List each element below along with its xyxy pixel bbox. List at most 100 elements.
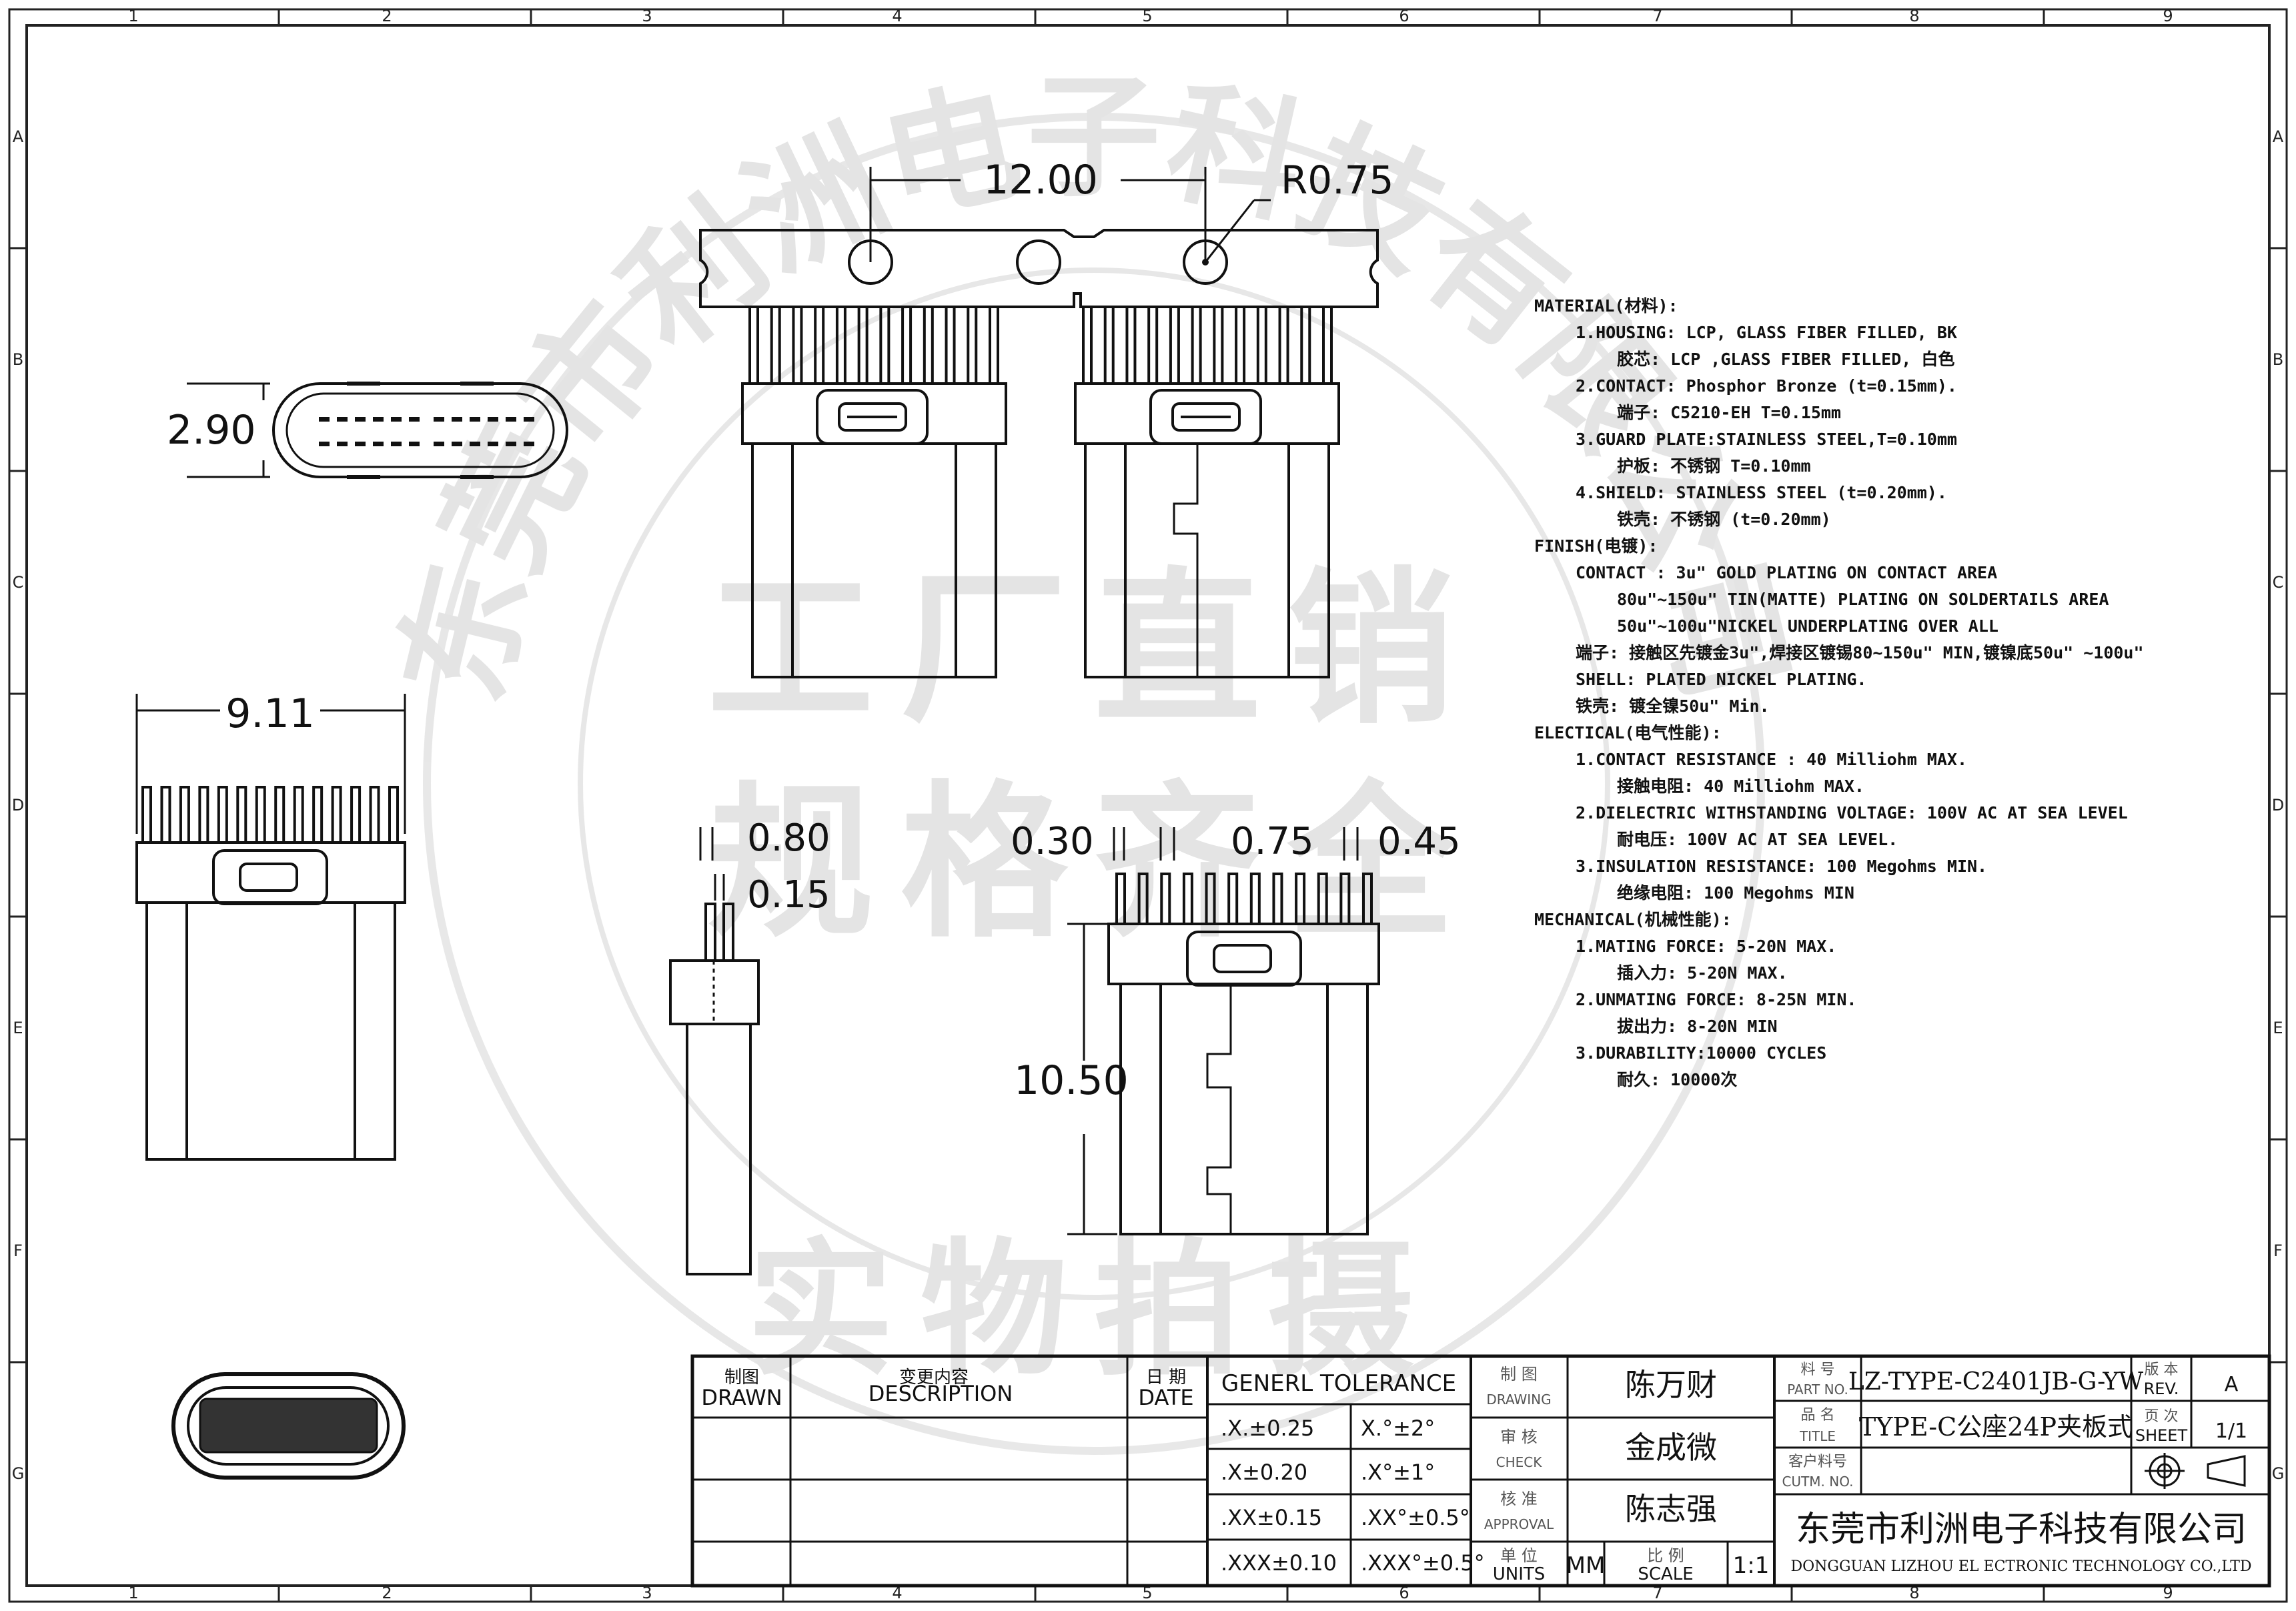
pin <box>369 786 380 844</box>
spec-note-line: 2.CONTACT: Phosphor Bronze (t=0.15mm). <box>1576 376 1957 396</box>
spec-note-line: 铁壳: 镀全镍50u" Min. <box>1576 696 1770 716</box>
face-pin <box>452 442 462 446</box>
face-pin <box>391 442 402 446</box>
approval-cn: 核 准 <box>1500 1490 1538 1508</box>
customer-en: CUTM. NO. <box>1782 1474 1853 1490</box>
spec-note-line: 端子: C5210-EH T=0.15mm <box>1617 403 1841 422</box>
title-en: TITLE <box>1799 1428 1836 1444</box>
pin <box>1235 306 1246 385</box>
port-face-photo-view <box>171 1372 406 1480</box>
partno-en: PART NO. <box>1787 1382 1848 1398</box>
connector-b-notch <box>1173 444 1199 677</box>
face-pin <box>524 442 534 446</box>
zone-col-label-bottom: 2 <box>382 1584 392 1602</box>
strip-pins-right <box>1082 306 1333 385</box>
zone-row-label-right: E <box>2273 1019 2283 1037</box>
zone-col-label-bottom: 1 <box>128 1584 138 1602</box>
units-value: MM <box>1566 1552 1606 1579</box>
pin <box>1082 306 1093 385</box>
pin <box>255 786 266 844</box>
spec-note-line: 耐电压: 100V AC AT SEA LEVEL. <box>1617 830 1898 849</box>
pin <box>901 306 913 385</box>
pin <box>989 306 999 385</box>
face-pin <box>355 442 366 446</box>
zone-row-label-right: G <box>2272 1464 2285 1483</box>
face-pin <box>470 417 480 422</box>
front-view <box>135 694 406 1161</box>
pin <box>879 306 891 385</box>
pin <box>388 786 399 844</box>
dim-width-label: 9.11 <box>225 690 315 737</box>
spec-note-line: MECHANICAL(机械性能): <box>1534 910 1732 929</box>
face-pin <box>373 417 384 422</box>
tol-r4-linear: .XXX±0.10 <box>1221 1550 1337 1576</box>
zone-row-label-left: B <box>13 350 23 369</box>
pin <box>1103 306 1115 385</box>
spec-note-line: 50u"~100u"NICKEL UNDERPLATING OVER ALL <box>1617 616 1998 636</box>
zone-col-label-top: 1 <box>128 7 138 25</box>
zone-col-label-bottom: 8 <box>1909 1584 1919 1602</box>
spec-note-line: 端子: 接触区先镀金3u",焊接区镀锡80~150u" MIN,镀镍底50u" … <box>1576 643 2144 662</box>
pin <box>945 306 956 385</box>
dim-pin-gap2-label: 0.45 <box>1377 820 1461 863</box>
face-pin <box>488 417 498 422</box>
zone-row-label-left: E <box>13 1019 23 1037</box>
scale-cn: 比 例 <box>1647 1546 1684 1565</box>
tol-r2-linear: .X±0.20 <box>1221 1460 1307 1485</box>
drawn-en: DRAWN <box>701 1385 782 1410</box>
rev-cn: 版 本 <box>2145 1362 2179 1378</box>
approval-name: 陈志强 <box>1625 1491 1717 1527</box>
partno-value: LZ-TYPE-C2401JB-G-YW <box>1848 1368 2143 1396</box>
zone-col-label-bottom: 3 <box>642 1584 652 1602</box>
spec-note-line: 3.INSULATION RESISTANCE: 100 Megohms MIN… <box>1576 857 1988 876</box>
watermark-line3: 实物拍摄 <box>747 1225 1441 1396</box>
desc-cn: 变更内容 <box>899 1368 969 1388</box>
dim-pin-width-label: 0.80 <box>747 817 830 860</box>
watermark-line2: 规格齐全 <box>707 766 1481 960</box>
face-pin <box>409 417 420 422</box>
zone-col-label-top: 3 <box>642 7 652 25</box>
zone-row-label-right: F <box>2273 1241 2283 1260</box>
face-pin <box>409 442 420 446</box>
front-view-pins <box>141 786 399 844</box>
pin <box>792 306 803 385</box>
scale-en: SCALE <box>1638 1564 1693 1584</box>
drawing-cn: 制 图 <box>1500 1365 1538 1384</box>
dim-radius-label: R0.75 <box>1281 157 1393 203</box>
connector-b-latch-slot <box>1171 402 1241 432</box>
spec-note-line: 1.CONTACT RESISTANCE : 40 Milliohm MAX. <box>1576 750 1967 769</box>
desc-en: DESCRIPTION <box>869 1381 1013 1406</box>
check-cn: 审 核 <box>1500 1428 1538 1446</box>
connector-a-housing <box>741 382 1007 445</box>
dim-pitch <box>869 167 1271 263</box>
connector-b-housing <box>1074 382 1340 445</box>
pin <box>1278 306 1289 385</box>
port-face-pins <box>319 417 534 446</box>
watermark-outer-ring <box>423 113 1765 1455</box>
date-cn: 日 期 <box>1146 1368 1186 1388</box>
spec-note-line: 1.MATING FORCE: 5-20N MAX. <box>1576 937 1837 956</box>
spec-note-line: 耐久: 10000次 <box>1617 1070 1738 1089</box>
face-pin <box>470 442 480 446</box>
pin <box>1125 306 1137 385</box>
dim-pin-pitch-label: 0.75 <box>1231 820 1314 863</box>
pin <box>1169 306 1180 385</box>
watermark-inner-ring <box>578 267 1610 1300</box>
zone-col-label-top: 7 <box>1652 7 1662 25</box>
face-pin <box>506 442 516 446</box>
company-cn: 东莞市利洲电子科技有限公司 <box>1796 1510 2247 1550</box>
spec-note-line: 3.GUARD PLATE:STAINLESS STEEL,T=0.10mm <box>1576 430 1957 449</box>
pin <box>967 306 978 385</box>
dim-length-label: 10.50 <box>1014 1057 1129 1104</box>
face-pin <box>434 442 444 446</box>
pin <box>141 786 152 844</box>
spec-note-line: MATERIAL(材料): <box>1534 296 1678 316</box>
carrier-strip-outline <box>699 229 1379 308</box>
tol-r3-angle: .XX°±0.5° <box>1361 1505 1470 1530</box>
pin <box>293 786 304 844</box>
spec-note-line: 80u"~150u" TIN(MATTE) PLATING ON SOLDERT… <box>1617 590 2109 609</box>
sheet-value: 1/1 <box>2215 1420 2247 1443</box>
spec-note-line: 2.DIELECTRIC WITHSTANDING VOLTAGE: 100V … <box>1576 803 2128 823</box>
zone-col-label-bottom: 4 <box>892 1584 902 1602</box>
zone-col-label-top: 9 <box>2163 7 2173 25</box>
